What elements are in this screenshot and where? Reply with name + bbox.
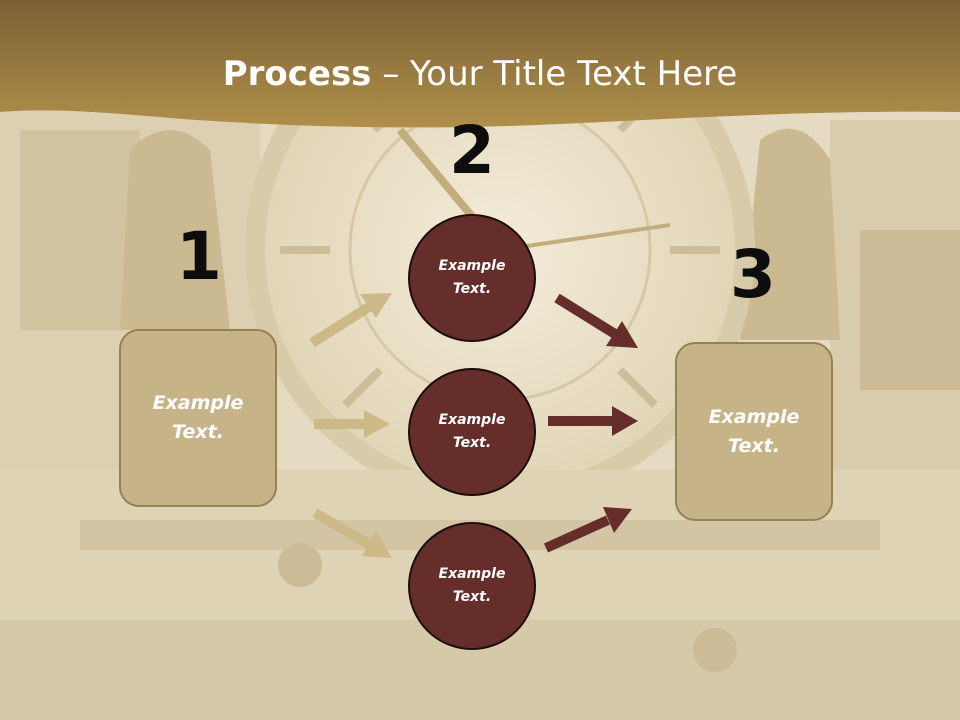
- circle-top-line2: Text.: [452, 281, 492, 297]
- right-box-line1: Example: [708, 405, 800, 428]
- step-number-3: 3: [730, 236, 776, 313]
- left-box-line2: Text.: [172, 421, 224, 443]
- circle-middle-line1: Example: [438, 412, 506, 428]
- arrow-from-top-circle: [554, 293, 638, 348]
- step-number-1: 1: [176, 218, 222, 295]
- left-text-box: Example Text.: [119, 329, 277, 507]
- arrow-from-middle-circle: [548, 406, 638, 436]
- left-box-line1: Example: [152, 392, 244, 414]
- left-box-text: Example Text.: [138, 389, 258, 447]
- circle-middle: Example Text.: [408, 368, 536, 496]
- circle-middle-line2: Text.: [452, 435, 492, 451]
- circle-bottom-line1: Example: [438, 566, 506, 582]
- arrow-from-bottom-circle: [543, 507, 632, 553]
- arrow-to-top-circle: [309, 293, 392, 348]
- slide-title: Process – Your Title Text Here: [0, 52, 960, 96]
- right-box-text: Example Text.: [694, 403, 814, 461]
- circle-bottom: Example Text.: [408, 522, 536, 650]
- circle-top: Example Text.: [408, 214, 536, 342]
- circle-bottom-line2: Text.: [452, 589, 492, 605]
- arrow-to-bottom-circle: [312, 508, 392, 558]
- right-text-box: Example Text.: [675, 342, 833, 521]
- title-bold: Process: [222, 54, 372, 94]
- arrow-to-middle-circle: [314, 410, 390, 438]
- circle-top-line1: Example: [438, 258, 506, 274]
- title-rest: – Your Title Text Here: [371, 54, 738, 94]
- right-box-line2: Text.: [728, 434, 780, 457]
- step-number-2: 2: [449, 112, 495, 189]
